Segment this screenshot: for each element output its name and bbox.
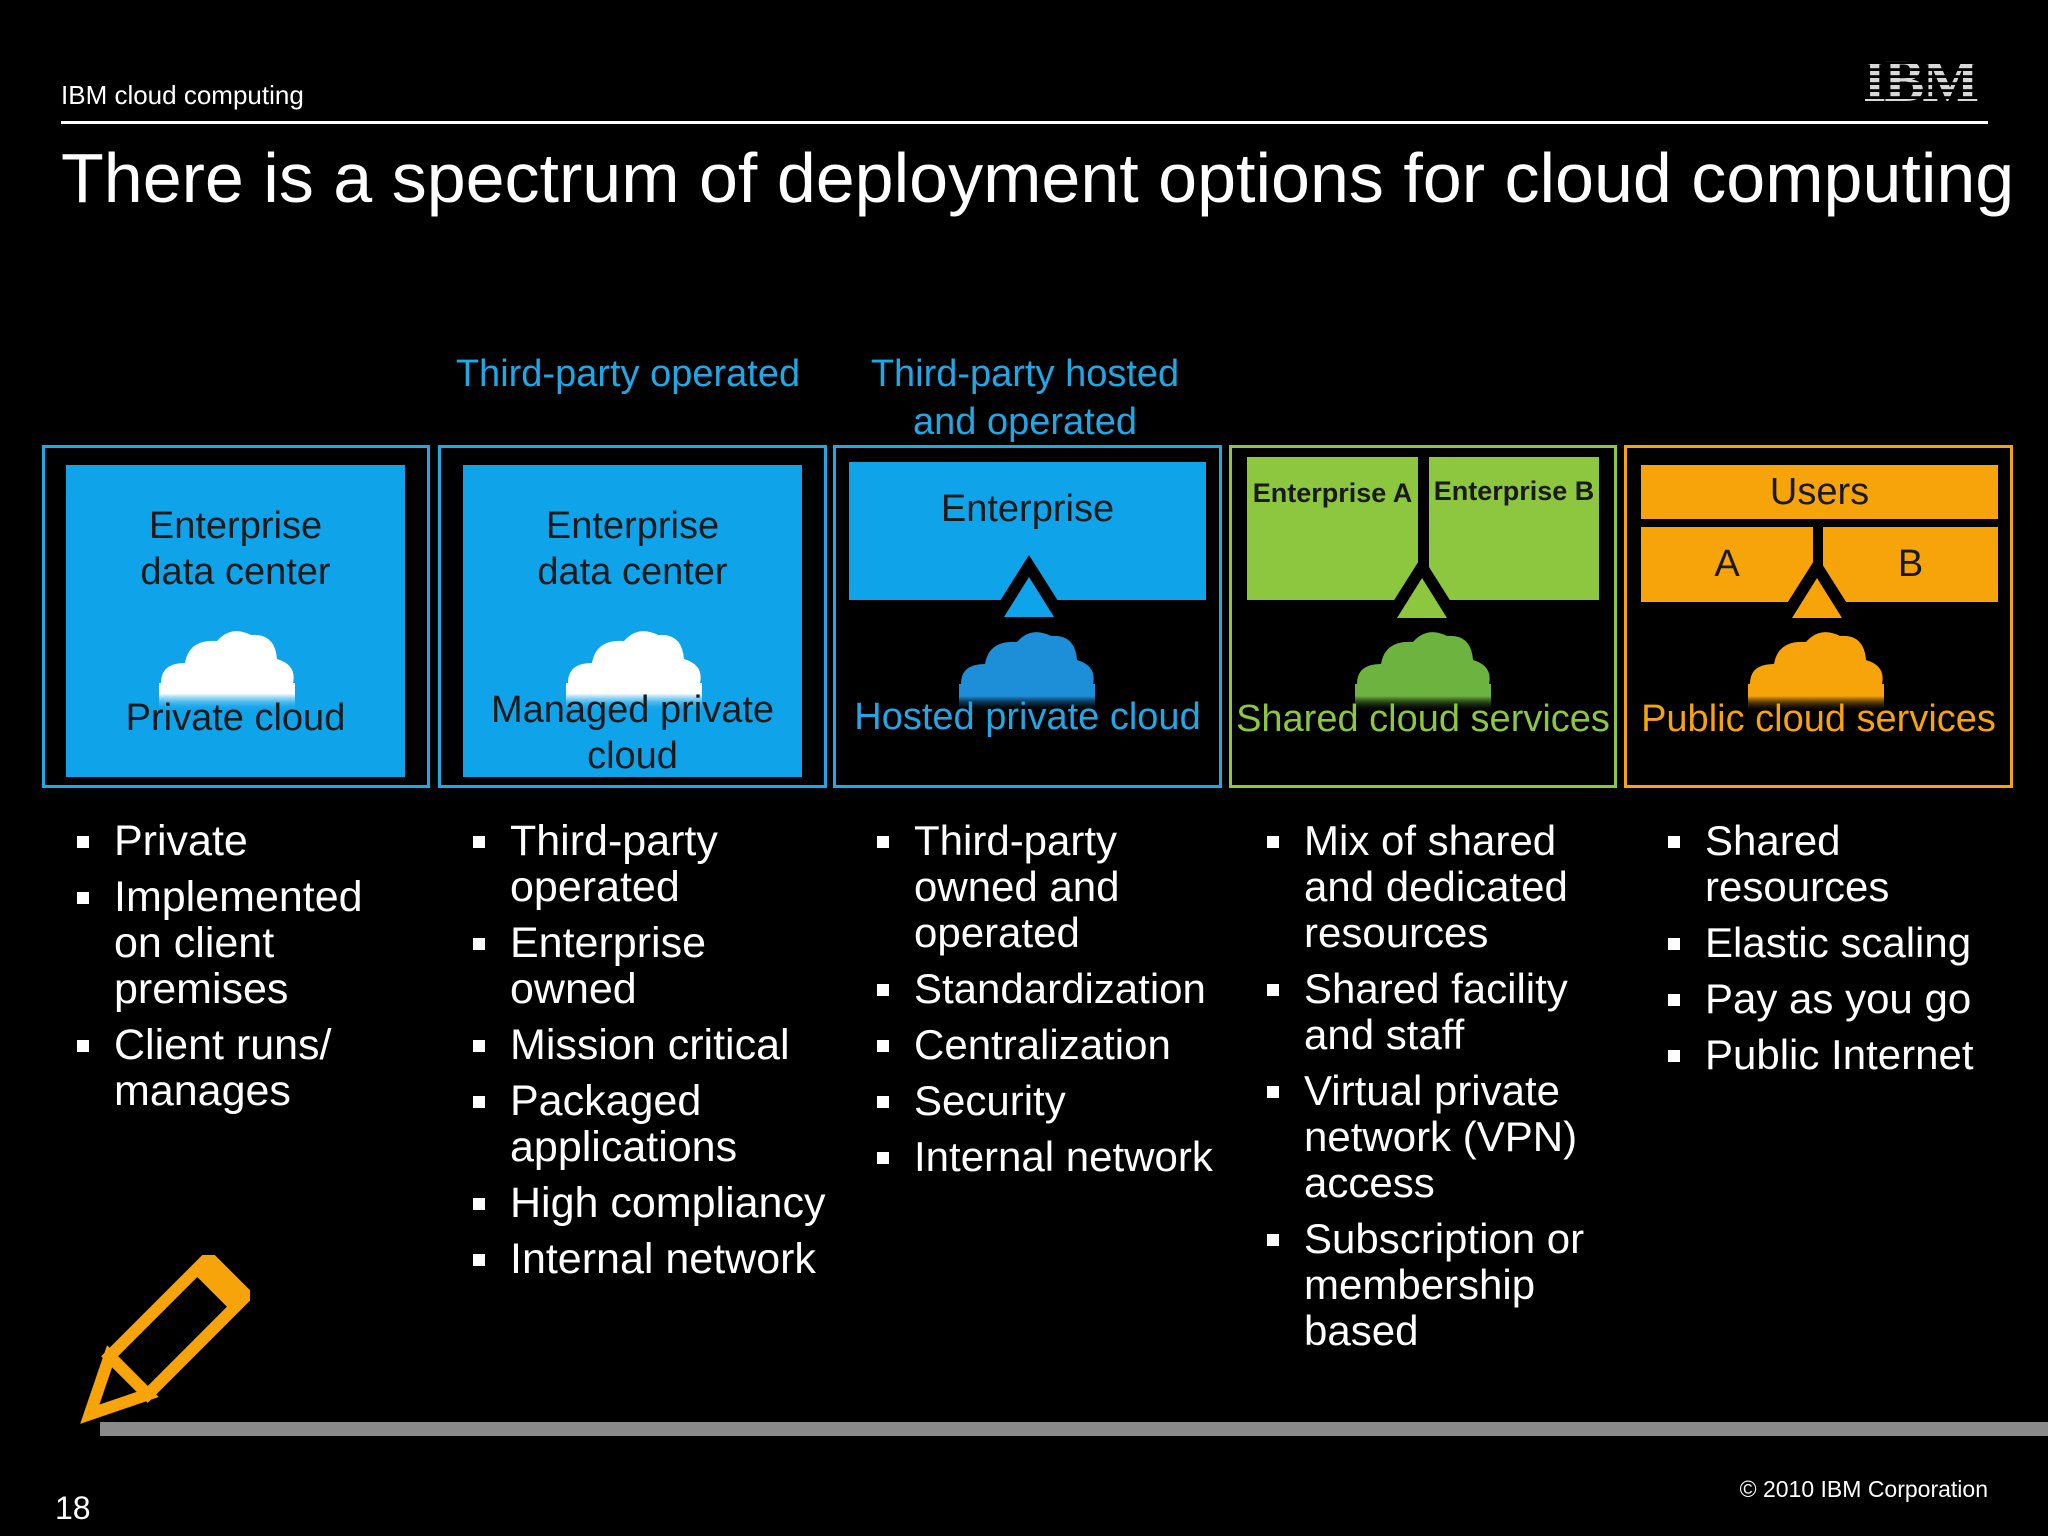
- hosted-private-cloud-frame: Enterprise Hosted private cloud: [833, 445, 1222, 788]
- triangle-connector-icon: [1379, 556, 1465, 624]
- managed-private-cloud-bullets: Third-party operated Enterprise owned Mi…: [470, 818, 840, 1292]
- list-item: Virtual private network (VPN) access: [1264, 1068, 1624, 1206]
- header-divider: [61, 121, 1988, 124]
- private-cloud-bullets: Private Implemented on client premises C…: [74, 818, 404, 1124]
- hosted-private-cloud-bullets: Third-party owned and operated Standardi…: [874, 818, 1224, 1190]
- list-item: Shared facility and staff: [1264, 966, 1624, 1058]
- list-item: Client runs/ manages: [74, 1022, 404, 1114]
- page-number: 18: [55, 1490, 91, 1526]
- box-line-2: data center: [140, 551, 331, 593]
- list-item: Shared resources: [1665, 818, 2005, 910]
- box-line-1: Enterprise: [545, 505, 720, 547]
- list-item: Private: [74, 818, 404, 864]
- svg-text:IBM: IBM: [1863, 50, 1977, 106]
- list-item: Subscription or membership based: [1264, 1216, 1624, 1354]
- list-item: Enterprise owned: [470, 920, 840, 1012]
- private-cloud-caption: Private cloud: [125, 697, 346, 739]
- enterprise-b-box: Enterprise B: [1429, 457, 1599, 600]
- enterprise-b-label: Enterprise B: [1433, 476, 1595, 506]
- shared-cloud-caption: Shared cloud services: [1236, 698, 1610, 740]
- list-item: Internal network: [874, 1134, 1224, 1180]
- public-cloud-bullets: Shared resources Elastic scaling Pay as …: [1665, 818, 2005, 1088]
- slide-title: There is a spectrum of deployment option…: [61, 139, 2015, 217]
- list-item: Pay as you go: [1665, 976, 2005, 1022]
- user-a-box: A: [1641, 527, 1813, 602]
- copyright-notice: © 2010 IBM Corporation: [1739, 1476, 1988, 1502]
- box-line-2: data center: [537, 551, 728, 593]
- list-item: Public Internet: [1665, 1032, 2005, 1078]
- triangle-connector-icon: [1774, 556, 1860, 624]
- enterprise-a-box: Enterprise A: [1247, 457, 1418, 600]
- user-b-box: B: [1823, 527, 1998, 602]
- cloud-icon: [1748, 632, 1884, 712]
- cloud-icon: [1355, 632, 1491, 712]
- box-line-1: Enterprise: [148, 505, 323, 547]
- list-item: Packaged applications: [470, 1078, 840, 1170]
- managed-private-cloud-caption: Managed private cloud: [490, 689, 775, 777]
- enterprise-label: Enterprise: [940, 488, 1115, 530]
- ibm-logo-icon: IBM: [1863, 50, 1979, 106]
- public-cloud-frame: Users A B Public cloud services: [1624, 445, 2013, 788]
- list-item: Elastic scaling: [1665, 920, 2005, 966]
- cloud-icon: [159, 631, 295, 711]
- triangle-connector-icon: [986, 555, 1072, 623]
- list-item: Third-party owned and operated: [874, 818, 1224, 956]
- list-item: Mission critical: [470, 1022, 840, 1068]
- list-item: Security: [874, 1078, 1224, 1124]
- list-item: Centralization: [874, 1022, 1224, 1068]
- column-3-top-label: Third-party hosted and operated: [870, 353, 1180, 443]
- list-item: Internal network: [470, 1236, 840, 1282]
- shared-cloud-frame: Enterprise A Enterprise B Shared cloud s…: [1229, 445, 1617, 788]
- list-item: High compliancy: [470, 1180, 840, 1226]
- cloud-icon: [566, 631, 702, 711]
- public-cloud-caption: Public cloud services: [1641, 698, 1996, 740]
- list-item: Third-party operated: [470, 818, 840, 910]
- pencil-icon: [80, 1255, 250, 1424]
- enterprise-a-label: Enterprise A: [1252, 478, 1413, 508]
- header-label: IBM cloud computing: [61, 80, 304, 110]
- hosted-private-cloud-caption: Hosted private cloud: [854, 696, 1201, 738]
- users-box: Users: [1641, 465, 1998, 519]
- list-item: Standardization: [874, 966, 1224, 1012]
- bottom-bar: [100, 1422, 2048, 1436]
- list-item: Implemented on client premises: [74, 874, 404, 1012]
- shared-cloud-bullets: Mix of shared and dedicated resources Sh…: [1264, 818, 1624, 1364]
- cloud-icon: [959, 632, 1095, 712]
- list-item: Mix of shared and dedicated resources: [1264, 818, 1624, 956]
- column-2-top-label: Third-party operated: [455, 353, 801, 395]
